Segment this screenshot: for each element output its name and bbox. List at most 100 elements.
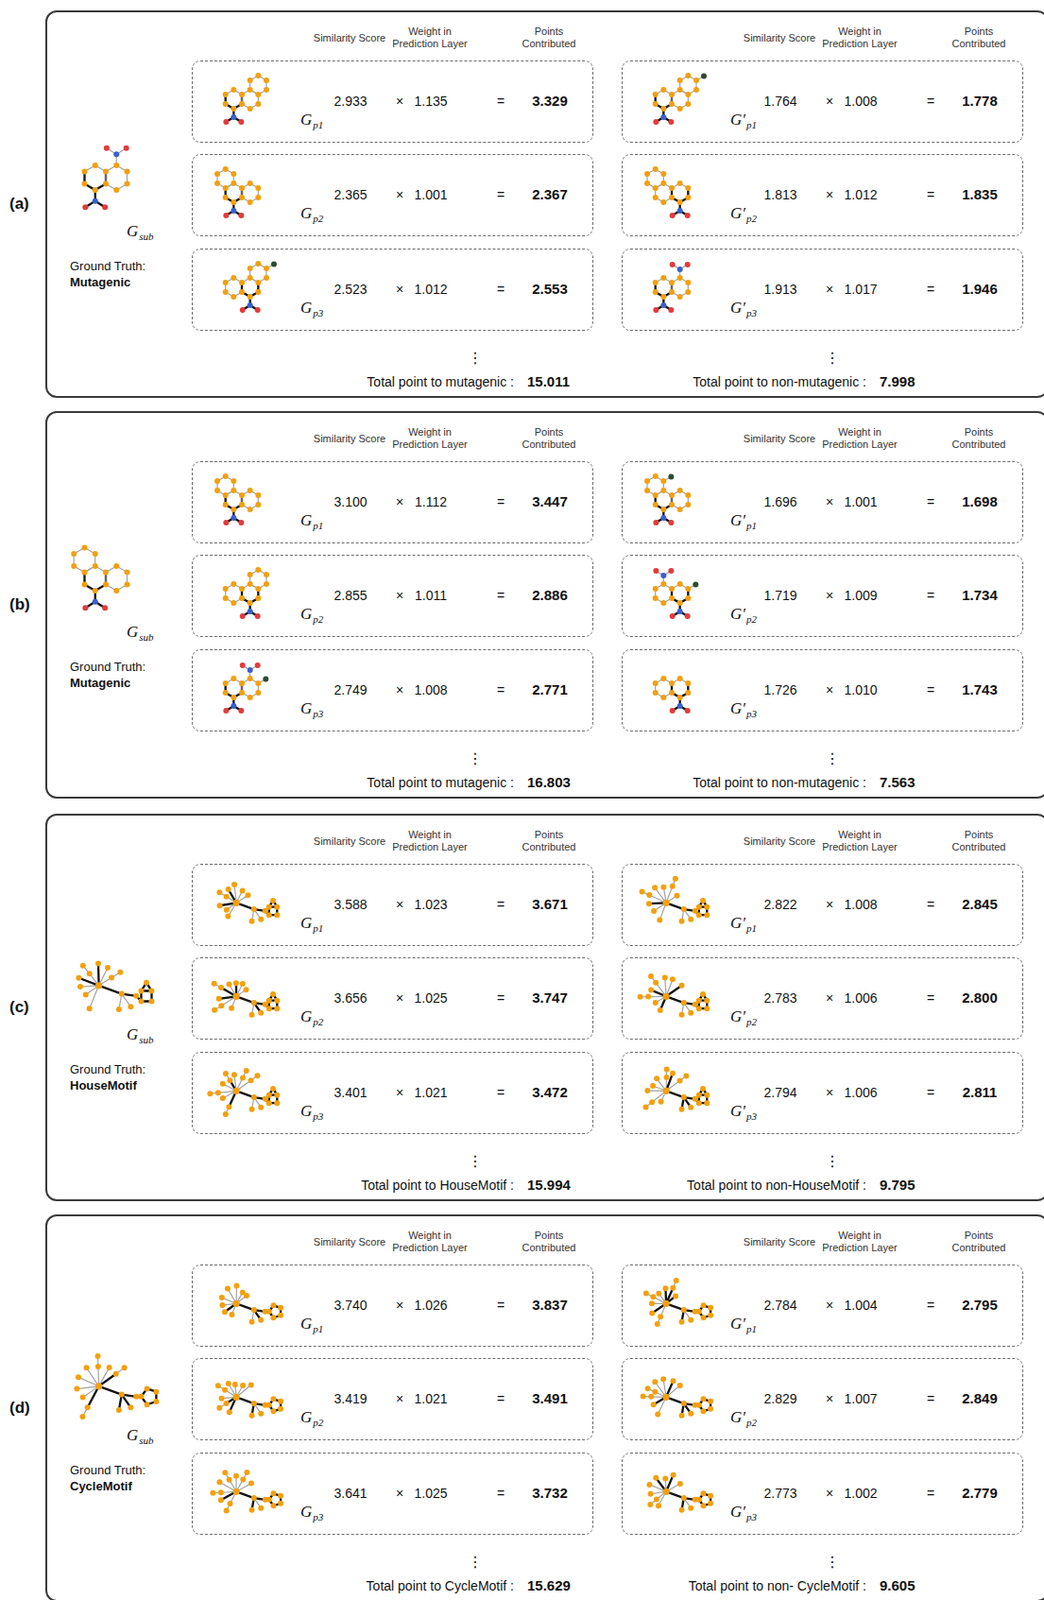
graph-node (660, 302, 667, 309)
prototype-label: G′p2 (730, 1407, 757, 1429)
graph-node (225, 1103, 232, 1110)
graph-node (644, 171, 651, 177)
graph-node (249, 918, 256, 925)
graph-node (249, 1318, 256, 1325)
graph-node (668, 501, 675, 508)
graph-node (222, 194, 229, 201)
graph-node (651, 1378, 658, 1385)
graph-node (230, 86, 237, 93)
graph-node (239, 680, 245, 686)
graph-symbol: p3 (746, 707, 757, 719)
score-value: × (825, 1084, 834, 1100)
graph-node (255, 613, 261, 619)
graph-node (239, 501, 245, 508)
graph-node (273, 904, 280, 910)
score-value: × (395, 1297, 404, 1313)
graph-node (222, 279, 229, 286)
score-value: × (395, 990, 404, 1006)
graph-node (700, 1301, 706, 1308)
prototype-illustration (622, 61, 755, 144)
graph-node (263, 265, 270, 272)
graph-node (692, 581, 699, 588)
prototype-label: Gp3 (300, 298, 324, 320)
graph-node (226, 1077, 233, 1083)
graph-node (144, 1385, 151, 1391)
graph-symbol: G (300, 1502, 312, 1521)
graph-node (230, 506, 237, 513)
graph-node (677, 77, 684, 84)
subgraph-label: Gsub (126, 622, 155, 644)
graph-node (663, 1300, 670, 1307)
graph-node (273, 997, 280, 1004)
graph-node (79, 1413, 86, 1420)
graph-node (277, 1492, 284, 1499)
graph-node (127, 1003, 134, 1010)
prototype-box: Gp32.523×1.012=2.553 (191, 248, 594, 331)
graph-node (219, 1301, 225, 1308)
ellipsis: ⋮ (824, 1152, 840, 1170)
score-value: 1.006 (843, 990, 877, 1006)
graph-symbol: G′ (730, 204, 746, 223)
graph-node (247, 487, 254, 494)
graph-node (262, 1496, 269, 1503)
score-value: 3.641 (333, 1485, 367, 1501)
graph-node (222, 585, 229, 592)
score-value: 1.008 (413, 682, 447, 698)
ellipsis: ⋮ (467, 750, 483, 768)
graph-node (681, 1494, 687, 1501)
graph-node (677, 581, 684, 587)
graph-node (113, 151, 120, 157)
graph-node (684, 185, 691, 191)
graph-node (243, 1292, 250, 1299)
graph-node (647, 1501, 653, 1507)
graph-node (660, 199, 667, 206)
graph-node (683, 1073, 689, 1079)
score-value: 1.021 (413, 1084, 447, 1100)
graph-node (696, 1099, 702, 1106)
graph-node (255, 72, 261, 79)
graph-node (652, 101, 659, 107)
column-header: Weight in Prediction Layer (821, 828, 899, 853)
score-value: = (926, 682, 935, 698)
graph-node (652, 595, 659, 601)
graph-node (230, 675, 237, 682)
graph-node (251, 906, 257, 912)
prototype-box: G′p12.784×1.004=2.795 (621, 1264, 1024, 1347)
graph-node (255, 585, 261, 592)
graph-node (692, 1308, 699, 1315)
ground-truth-caption: Ground Truth: (69, 259, 146, 274)
graph-node (677, 599, 684, 606)
graph-node (677, 702, 684, 709)
graph-symbol: p2 (746, 1416, 757, 1428)
prototype-box: G′p11.764×1.008=1.778 (621, 60, 1024, 143)
score-value: = (496, 187, 505, 203)
column-header: Weight in Prediction Layer (821, 1229, 899, 1253)
column-header: Points Contributed (944, 828, 1013, 853)
graph-node (255, 501, 261, 508)
column-header: Similarity Score (743, 835, 816, 848)
score-value: × (825, 587, 834, 603)
graph-node (652, 1474, 659, 1481)
graph-node (239, 492, 245, 498)
graph-node (81, 169, 87, 175)
graph-node (243, 986, 250, 993)
graph-symbol: p1 (746, 922, 757, 934)
graph-node (124, 181, 131, 188)
score-value: = (496, 93, 505, 109)
score-value: 3.329 (531, 92, 568, 109)
graph-node (116, 1006, 122, 1012)
subgraph-illustration (47, 12, 199, 296)
graph-node (222, 91, 229, 98)
graph-node (85, 1403, 91, 1410)
graph-node (239, 307, 246, 313)
graph-node (677, 1480, 684, 1487)
graph-node (153, 1398, 159, 1404)
graph-symbol: G (126, 1425, 138, 1444)
graph-node (660, 1375, 667, 1382)
graph-node (277, 1304, 284, 1311)
graph-node (214, 487, 221, 494)
score-value: 2.794 (763, 1084, 797, 1100)
graph-node (257, 1104, 264, 1111)
graph-node (255, 662, 261, 668)
graph-node (247, 180, 254, 187)
